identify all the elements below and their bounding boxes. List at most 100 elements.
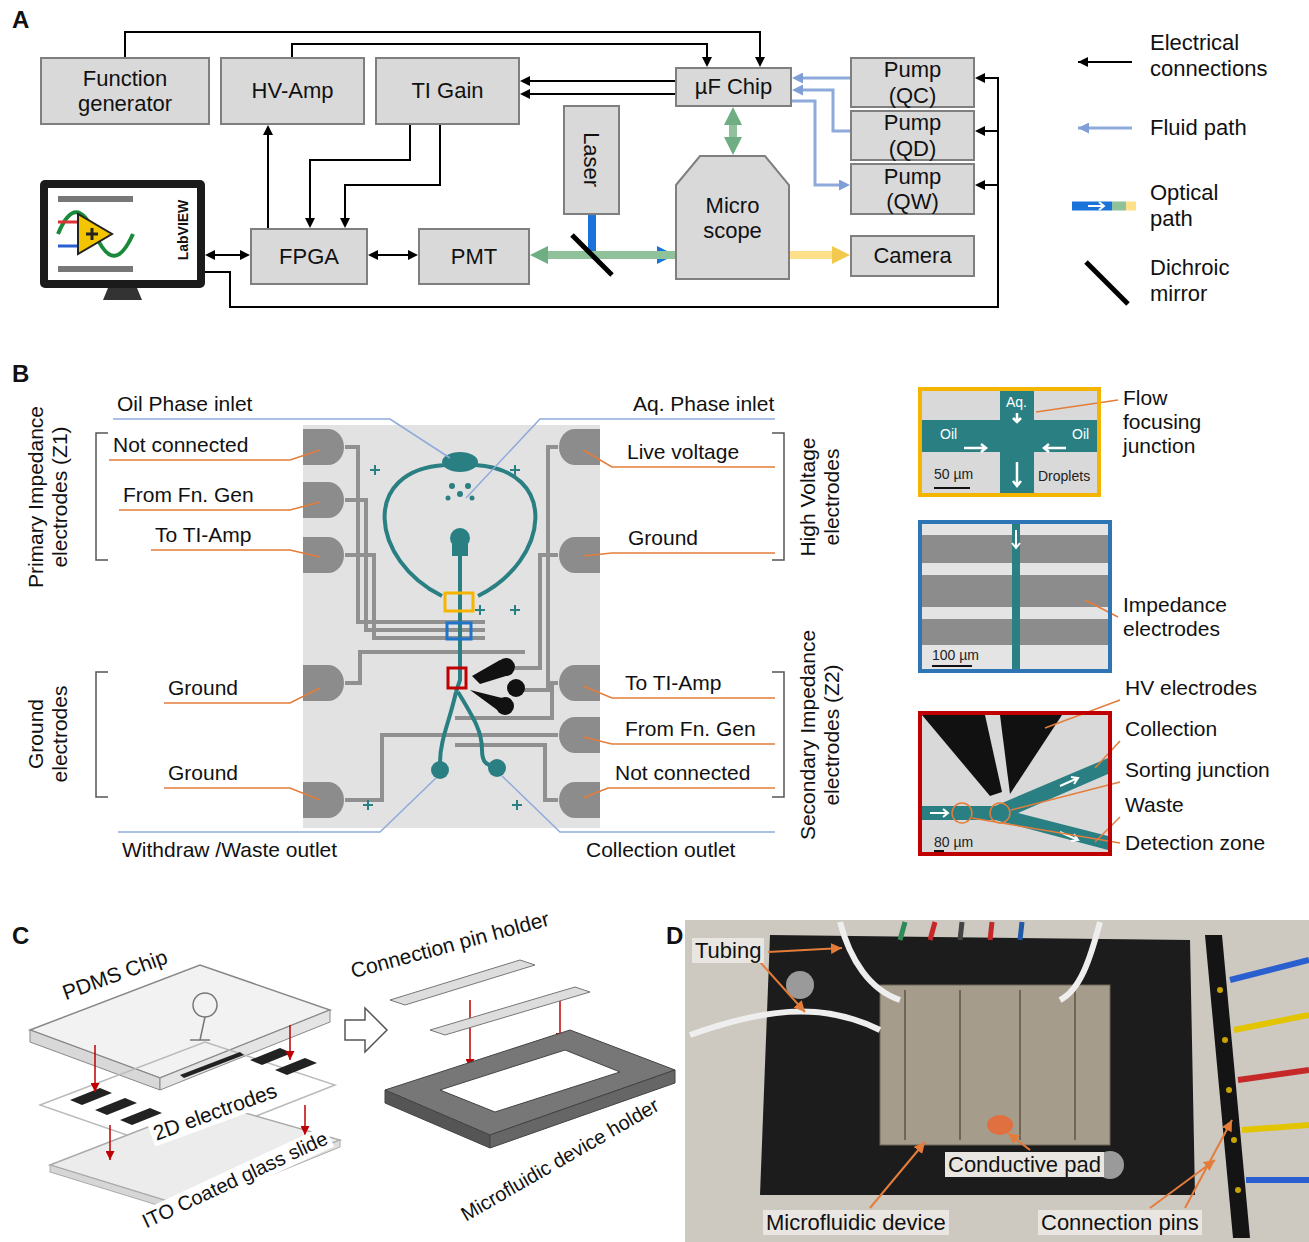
callout-label: To TI-Amp [625,671,721,695]
callout-label: Not connected [615,761,750,785]
callout-label: Conductive pad [945,1152,1104,1177]
electrical-wire [530,93,675,95]
chip-layout [96,419,784,832]
block-box: PMT [418,228,530,285]
inset-drawings [918,387,1120,856]
node-text: Oil [1072,427,1089,441]
fluid-path [803,90,850,131]
node-text: TI Gain [411,78,483,103]
electrical-wire [530,80,675,82]
callout-label: Connection pins [1038,1210,1202,1235]
legend-entry: Electrical connections [1150,30,1300,83]
node-text: Camera [873,243,951,268]
block-box: Pump (QW) [850,163,975,215]
fluid-path [792,101,839,185]
legend-text: Optical path [1150,180,1218,231]
callout-label: Flow focusing junction [1123,386,1233,458]
block-box: µF Chip [675,67,792,107]
callout-label: Impedance electrodes [1123,593,1253,641]
callout-label: To TI-Amp [155,523,251,547]
callout-label: Collection [1125,717,1217,741]
optical-path [592,215,657,255]
callout-label: Primary Impedance electrodes (Z1) [24,390,72,605]
callout-label: Not connected [113,433,248,457]
optical-path [548,251,675,259]
callout-label: Live voltage [627,440,739,464]
electrical-wire [267,135,269,228]
legend-text: Fluid path [1150,115,1247,140]
callout-label: From Fn. Gen [123,483,254,507]
electrical-wire [125,32,760,57]
node-text: Pump (QC) [860,57,965,108]
node-text: Pump (QD) [860,110,965,161]
callout-label: Ground [168,761,238,785]
optical-path [729,125,737,137]
node-text: HV-Amp [252,78,334,103]
node-text: FPGA [279,244,339,269]
callout-label: 2D electrodes [147,1077,283,1146]
block-box: Pump (QD) [850,110,975,161]
legend-text: Dichroic mirror [1150,255,1229,306]
fluid-path [803,77,850,80]
device-photo [685,920,1309,1242]
callout-label: Withdraw /Waste outlet [122,838,337,862]
microscope-shape: Micro scope [675,155,790,280]
block-box: Camera [850,235,975,277]
legend-text: Electrical connections [1150,30,1267,81]
electrical-wire [310,125,410,218]
callout-label: Ground [168,676,238,700]
node-text: µF Chip [695,74,772,99]
node-text: 100 µm [932,648,979,662]
callout-label: Detection zone [1125,831,1265,855]
callout-label: Waste [1125,793,1184,817]
monitor-drawing [40,180,205,300]
callout-label: Aq. Phase inlet [633,392,774,416]
callout-label: Microfluidic device holder [454,1092,665,1227]
callout-label: Tubing [692,938,764,963]
zoom-inset: Aq.OilOilDroplets50 µm [918,387,1101,497]
node-text: Function generator [50,66,200,117]
node-text: PMT [451,244,497,269]
optical-path [790,251,832,259]
block-box: HV-Amp [220,57,365,125]
node-text: Oil [940,427,957,441]
microscope-outline [676,156,789,279]
zoom-inset: 80 µm [918,711,1112,856]
callout-label: HV electrodes [1125,676,1257,700]
block-box: Function generator [40,57,210,125]
panel-letter: C [12,922,29,950]
electrical-wire [215,254,240,256]
legend-samples [1072,62,1136,304]
callout-label: From Fn. Gen [625,717,756,741]
block-box: Pump (QC) [850,57,975,108]
block-box: TI Gain [375,57,520,125]
electrical-wire [292,44,707,57]
panel-letter: A [12,6,29,34]
node-text: Micro scope [683,193,782,244]
callout-label: Ground electrodes [24,674,72,794]
callout-label: Sorting junction [1125,758,1270,782]
panel-letter: B [12,360,29,388]
callout-label: PDMS Chip [57,944,174,1006]
zoom-inset: 100 µm [918,520,1112,673]
legend-entry: Optical path [1150,180,1250,233]
callout-label: Microfluidic device [763,1210,949,1235]
electrical-wire [345,125,440,218]
laser-box: Laser [563,105,620,215]
callout-label: Connection pin holder [345,906,554,984]
computer-monitor: LabVIEW [40,180,205,300]
panel-letter: D [666,922,683,950]
node-text: 50 µm [934,467,973,481]
node-text: Pump (QW) [860,164,965,215]
legend-entry: Fluid path [1150,115,1300,141]
node-text: Droplets [1038,469,1090,483]
callout-label: Oil Phase inlet [117,392,252,416]
callout-label: Ground [628,526,698,550]
assembly-drawing [30,960,675,1212]
block-box: FPGA [250,228,368,285]
dichroic-mirror [572,235,612,275]
legend-entry: Dichroic mirror [1150,255,1260,308]
